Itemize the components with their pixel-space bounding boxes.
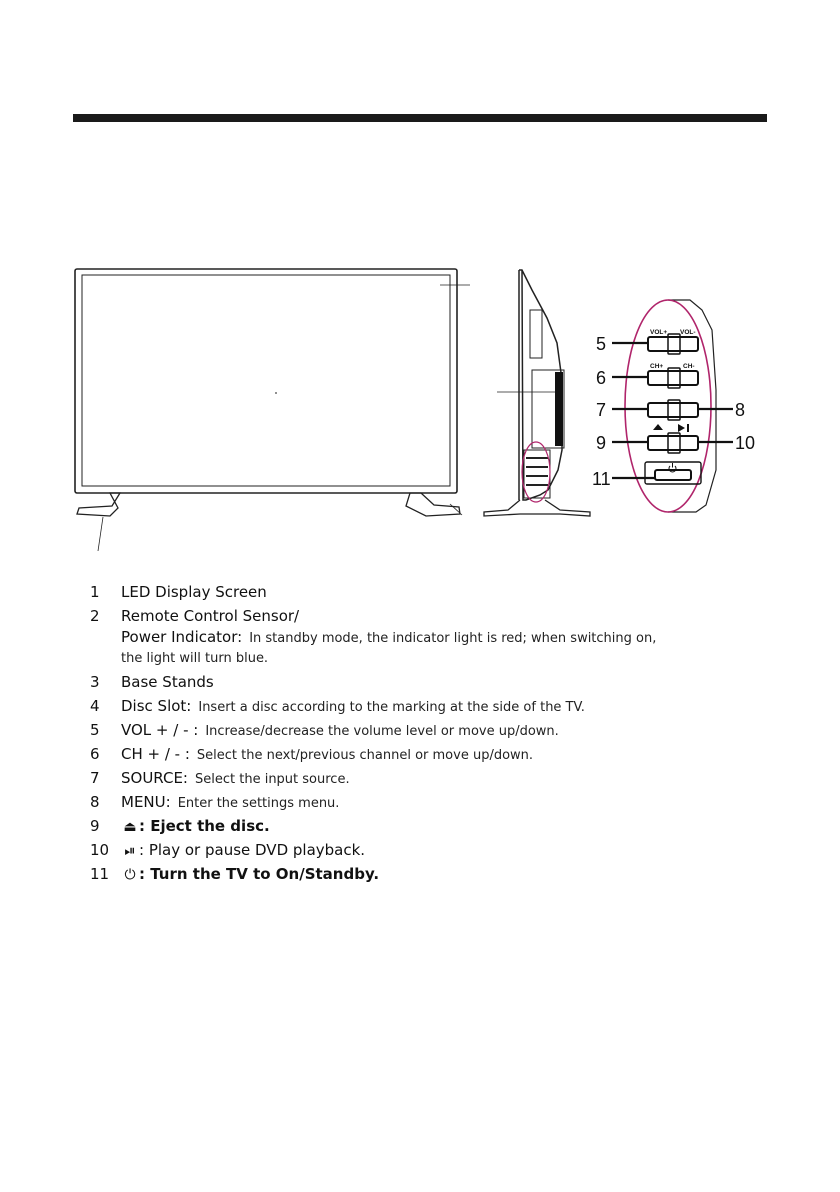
callout-10: 10: [735, 433, 755, 453]
power-icon: ⏻: [124, 867, 136, 883]
callout-7: 7: [596, 400, 606, 420]
play-pause-icon: ⏯: [124, 843, 136, 859]
list-item: 3 Base Stands: [90, 673, 214, 691]
ch-plus-label: CH+: [650, 363, 663, 370]
vol-plus-label: VOL+: [650, 329, 667, 336]
vol-minus-label: VOL-: [680, 329, 696, 336]
list-item-continuation: the light will turn blue.: [121, 651, 269, 666]
list-item: 7 SOURCE: Select the input source.: [90, 769, 350, 787]
list-item: 2 Remote Control Sensor/: [90, 607, 300, 625]
callout-9: 9: [596, 433, 606, 453]
callout-6: 6: [596, 368, 606, 388]
list-item: 8 MENU: Enter the settings menu.: [90, 793, 340, 811]
tv-diagram: VOL+ VOL- CH+ CH- 5 6 7 8 9 10 11: [74, 268, 755, 552]
list-item: 1 LED Display Screen: [90, 583, 267, 601]
component-list: 1 LED Display Screen 2 Remote Control Se…: [90, 582, 790, 885]
list-item: 11 ⏻ : Turn the TV to On/Standby.: [90, 864, 790, 885]
callout-11: 11: [592, 469, 611, 489]
list-item: 6 CH + / - : Select the next/previous ch…: [90, 745, 534, 763]
list-item: 4 Disc Slot: Insert a disc according to …: [90, 697, 585, 715]
callout-5: 5: [596, 334, 606, 354]
button-panel-detail: VOL+ VOL- CH+ CH- 5 6 7 8 9 10 11: [592, 299, 755, 513]
list-item: 9 ⏏ : Eject the disc.: [90, 816, 790, 837]
power-icon: [668, 463, 677, 473]
list-item: 10 ⏯ : Play or pause DVD playback.: [90, 840, 790, 861]
eject-icon: [653, 424, 663, 430]
tv-side-view: [483, 269, 591, 517]
play-icon: [678, 424, 685, 432]
eject-icon: ⏏: [123, 819, 137, 835]
tv-front-view: [74, 268, 470, 552]
pause-icon: [687, 424, 689, 432]
list-item-continuation: Power Indicator: In standby mode, the in…: [121, 628, 657, 646]
list-item: 5 VOL + / - : Increase/decrease the volu…: [90, 721, 559, 739]
header-rule: [73, 114, 767, 122]
callout-8: 8: [735, 400, 745, 420]
ch-minus-label: CH-: [683, 363, 695, 370]
